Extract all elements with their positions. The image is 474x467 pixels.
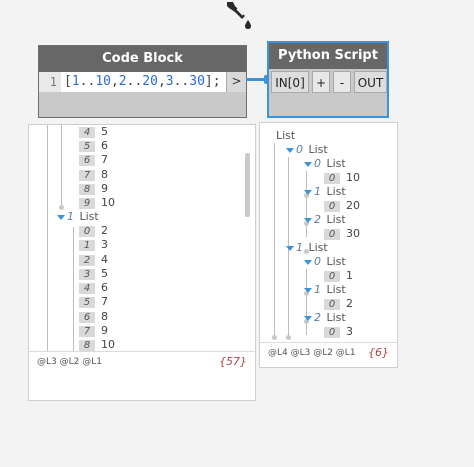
sublist-header[interactable]: 2 List bbox=[304, 213, 346, 227]
python-script-title[interactable]: Python Script bbox=[269, 43, 387, 69]
code-block-output-port[interactable]: > bbox=[226, 72, 246, 92]
tree-node-dot bbox=[304, 221, 309, 226]
expand-triangle-icon[interactable] bbox=[304, 259, 312, 265]
tree-node-dot bbox=[286, 335, 291, 340]
tree-guide-line bbox=[274, 143, 275, 335]
item-count: {6} bbox=[368, 346, 389, 359]
item-count: {57} bbox=[219, 355, 247, 368]
tree-node-dot bbox=[272, 335, 277, 340]
tree-guide-line bbox=[61, 125, 62, 207]
code-text[interactable]: [1..10,2..20,3..30]; bbox=[64, 74, 221, 89]
vertical-scrollbar[interactable] bbox=[245, 153, 250, 217]
preview-footer: @L4 @L3 @L2 @L1 {6} bbox=[260, 342, 397, 367]
expand-triangle-icon[interactable] bbox=[304, 161, 312, 167]
sublist-header[interactable]: 1 List bbox=[57, 210, 99, 224]
tree-node-dot bbox=[304, 291, 309, 296]
python-script-node[interactable]: Python Script IN[0] + - OUT bbox=[267, 41, 389, 118]
code-block-node[interactable]: Code Block 1 [1..10,2..20,3..30]; > bbox=[38, 45, 247, 118]
code-block-title[interactable]: Code Block bbox=[39, 46, 246, 72]
expand-triangle-icon[interactable] bbox=[304, 315, 312, 321]
tree-guide-line bbox=[73, 227, 74, 375]
output-port-out[interactable]: OUT bbox=[354, 71, 387, 93]
line-number: 1 bbox=[39, 72, 61, 92]
sublist-header[interactable]: 0 List bbox=[304, 255, 346, 269]
tree-node-dot bbox=[59, 205, 64, 210]
preview-footer: @L3 @L2 @L1 {57} bbox=[29, 351, 255, 376]
tree-node-dot bbox=[304, 249, 309, 254]
sublist-header[interactable]: 2 List bbox=[304, 311, 346, 325]
code-editor[interactable]: 1 [1..10,2..20,3..30]; bbox=[39, 72, 246, 92]
sublist-header[interactable]: 1 List bbox=[304, 185, 346, 199]
expand-triangle-icon[interactable] bbox=[286, 147, 294, 153]
list-levels[interactable]: @L4 @L3 @L2 @L1 bbox=[268, 348, 356, 358]
tree-node-dot bbox=[304, 319, 309, 324]
expand-triangle-icon[interactable] bbox=[304, 217, 312, 223]
tree-guide-line bbox=[306, 171, 307, 237]
sublist-header[interactable]: 1 List bbox=[286, 241, 328, 255]
root-list-label[interactable]: List bbox=[276, 129, 296, 142]
tree-guide-line bbox=[306, 269, 307, 335]
connector-wire[interactable] bbox=[246, 78, 268, 81]
eyedropper-icon bbox=[223, 0, 255, 32]
remove-input-button[interactable]: - bbox=[333, 71, 351, 93]
add-input-button[interactable]: + bbox=[312, 71, 330, 93]
tree-node-dot bbox=[304, 193, 309, 198]
tree-guide-line bbox=[47, 125, 48, 375]
list-levels[interactable]: @L3 @L2 @L1 bbox=[37, 357, 102, 367]
sublist-header[interactable]: 0 List bbox=[286, 143, 328, 157]
sublist-header[interactable]: 1 List bbox=[304, 283, 346, 297]
expand-triangle-icon[interactable] bbox=[304, 189, 312, 195]
expand-triangle-icon[interactable] bbox=[286, 245, 294, 251]
sublist-header[interactable]: 0 List bbox=[304, 157, 346, 171]
expand-triangle-icon[interactable] bbox=[57, 214, 65, 220]
input-port-in0[interactable]: IN[0] bbox=[271, 71, 309, 93]
expand-triangle-icon[interactable] bbox=[304, 287, 312, 293]
